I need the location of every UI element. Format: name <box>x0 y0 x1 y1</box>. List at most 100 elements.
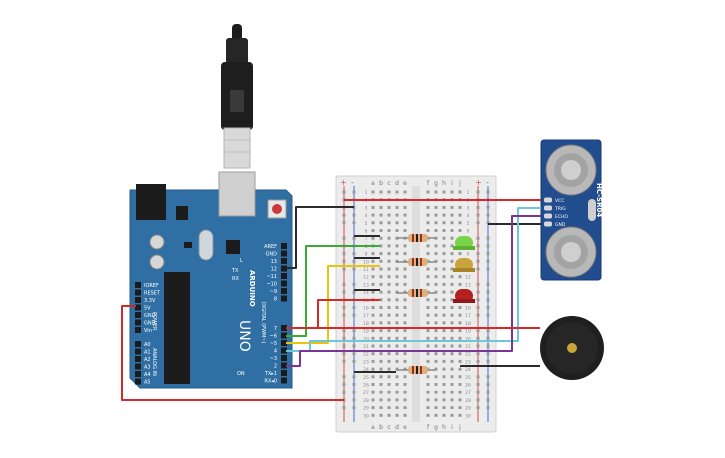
breadboard-hole[interactable] <box>403 275 407 279</box>
breadboard-hole[interactable] <box>450 205 454 209</box>
breadboard-hole[interactable] <box>371 190 375 194</box>
breadboard-hole[interactable] <box>395 383 399 386</box>
breadboard-hole[interactable] <box>458 252 462 256</box>
rail-hole[interactable] <box>342 329 346 333</box>
rail-hole[interactable] <box>486 359 490 363</box>
rail-hole[interactable] <box>352 313 356 317</box>
breadboard-hole[interactable] <box>379 406 383 410</box>
breadboard-hole[interactable] <box>403 375 407 379</box>
rail-hole[interactable] <box>486 398 490 402</box>
breadboard-hole[interactable] <box>434 298 438 302</box>
breadboard-hole[interactable] <box>434 282 438 286</box>
breadboard-hole[interactable] <box>426 406 430 410</box>
breadboard-hole[interactable] <box>434 367 438 371</box>
breadboard-hole[interactable] <box>379 213 383 217</box>
breadboard-hole[interactable] <box>387 367 391 371</box>
breadboard-hole[interactable] <box>379 383 383 386</box>
breadboard-hole[interactable] <box>434 352 438 356</box>
breadboard-hole[interactable] <box>458 205 462 209</box>
breadboard-hole[interactable] <box>426 344 430 348</box>
breadboard-hole[interactable] <box>387 298 391 302</box>
rail-hole[interactable] <box>486 213 490 217</box>
breadboard-hole[interactable] <box>403 383 407 386</box>
digital-upper-pin[interactable] <box>281 288 287 294</box>
breadboard-hole[interactable] <box>434 290 438 294</box>
rail-hole[interactable] <box>342 359 346 363</box>
rail-hole[interactable] <box>486 221 490 225</box>
sensor-pin[interactable] <box>544 197 552 203</box>
breadboard-hole[interactable] <box>442 275 446 279</box>
breadboard-hole[interactable] <box>379 236 383 240</box>
breadboard-hole[interactable] <box>395 282 399 286</box>
breadboard-hole[interactable] <box>379 190 383 194</box>
breadboard-hole[interactable] <box>371 367 375 371</box>
rail-hole[interactable] <box>486 352 490 356</box>
digital-upper-pin[interactable] <box>281 273 287 279</box>
breadboard-hole[interactable] <box>403 313 407 317</box>
rail-hole[interactable] <box>342 344 346 348</box>
breadboard-hole[interactable] <box>371 321 375 325</box>
breadboard-hole[interactable] <box>434 359 438 363</box>
breadboard-hole[interactable] <box>458 213 462 217</box>
rail-hole[interactable] <box>342 336 346 340</box>
rail-hole[interactable] <box>342 290 346 294</box>
breadboard-hole[interactable] <box>387 221 391 225</box>
breadboard-hole[interactable] <box>387 359 391 363</box>
breadboard-hole[interactable] <box>395 336 399 340</box>
breadboard-hole[interactable] <box>450 290 454 294</box>
breadboard-hole[interactable] <box>450 282 454 286</box>
rail-hole[interactable] <box>342 190 346 194</box>
breadboard-hole[interactable] <box>379 290 383 294</box>
breadboard-hole[interactable] <box>434 321 438 325</box>
breadboard-hole[interactable] <box>458 390 462 394</box>
breadboard-hole[interactable] <box>387 329 391 333</box>
breadboard-hole[interactable] <box>403 267 407 271</box>
breadboard-hole[interactable] <box>379 329 383 333</box>
sensor-pin[interactable] <box>544 205 552 211</box>
rail-hole[interactable] <box>342 282 346 286</box>
breadboard-hole[interactable] <box>387 267 391 271</box>
rail-hole[interactable] <box>486 244 490 248</box>
breadboard-hole[interactable] <box>434 313 438 317</box>
digital-lower-pin[interactable] <box>281 325 287 331</box>
rail-hole[interactable] <box>476 213 480 217</box>
rail-hole[interactable] <box>352 329 356 333</box>
breadboard-hole[interactable] <box>403 298 407 302</box>
power-pin[interactable] <box>135 289 141 296</box>
breadboard-hole[interactable] <box>458 329 462 333</box>
rail-hole[interactable] <box>342 252 346 256</box>
breadboard-hole[interactable] <box>403 205 407 209</box>
breadboard-hole[interactable] <box>450 252 454 256</box>
breadboard-hole[interactable] <box>442 229 446 232</box>
breadboard-hole[interactable] <box>395 359 399 363</box>
breadboard-hole[interactable] <box>379 321 383 325</box>
rail-hole[interactable] <box>352 344 356 348</box>
breadboard-hole[interactable] <box>458 229 462 232</box>
breadboard-hole[interactable] <box>403 221 407 225</box>
breadboard-hole[interactable] <box>403 252 407 256</box>
breadboard-hole[interactable] <box>387 275 391 279</box>
breadboard-hole[interactable] <box>387 336 391 340</box>
breadboard-hole[interactable] <box>387 344 391 348</box>
breadboard-hole[interactable] <box>403 290 407 294</box>
breadboard-hole[interactable] <box>403 367 407 371</box>
rail-hole[interactable] <box>476 383 480 386</box>
breadboard-hole[interactable] <box>434 336 438 340</box>
breadboard-hole[interactable] <box>442 213 446 217</box>
breadboard-hole[interactable] <box>458 383 462 386</box>
sensor-pin[interactable] <box>544 221 552 227</box>
breadboard-hole[interactable] <box>442 259 446 263</box>
breadboard-hole[interactable] <box>387 259 391 263</box>
breadboard-hole[interactable] <box>371 275 375 279</box>
breadboard-hole[interactable] <box>379 267 383 271</box>
rail-hole[interactable] <box>476 282 480 286</box>
breadboard-hole[interactable] <box>458 344 462 348</box>
breadboard-hole[interactable] <box>426 205 430 209</box>
breadboard-hole[interactable] <box>387 321 391 325</box>
breadboard-hole[interactable] <box>442 329 446 333</box>
rail-hole[interactable] <box>352 375 356 379</box>
rail-hole[interactable] <box>486 282 490 286</box>
breadboard-hole[interactable] <box>442 282 446 286</box>
breadboard-hole[interactable] <box>450 244 454 248</box>
rail-hole[interactable] <box>352 282 356 286</box>
